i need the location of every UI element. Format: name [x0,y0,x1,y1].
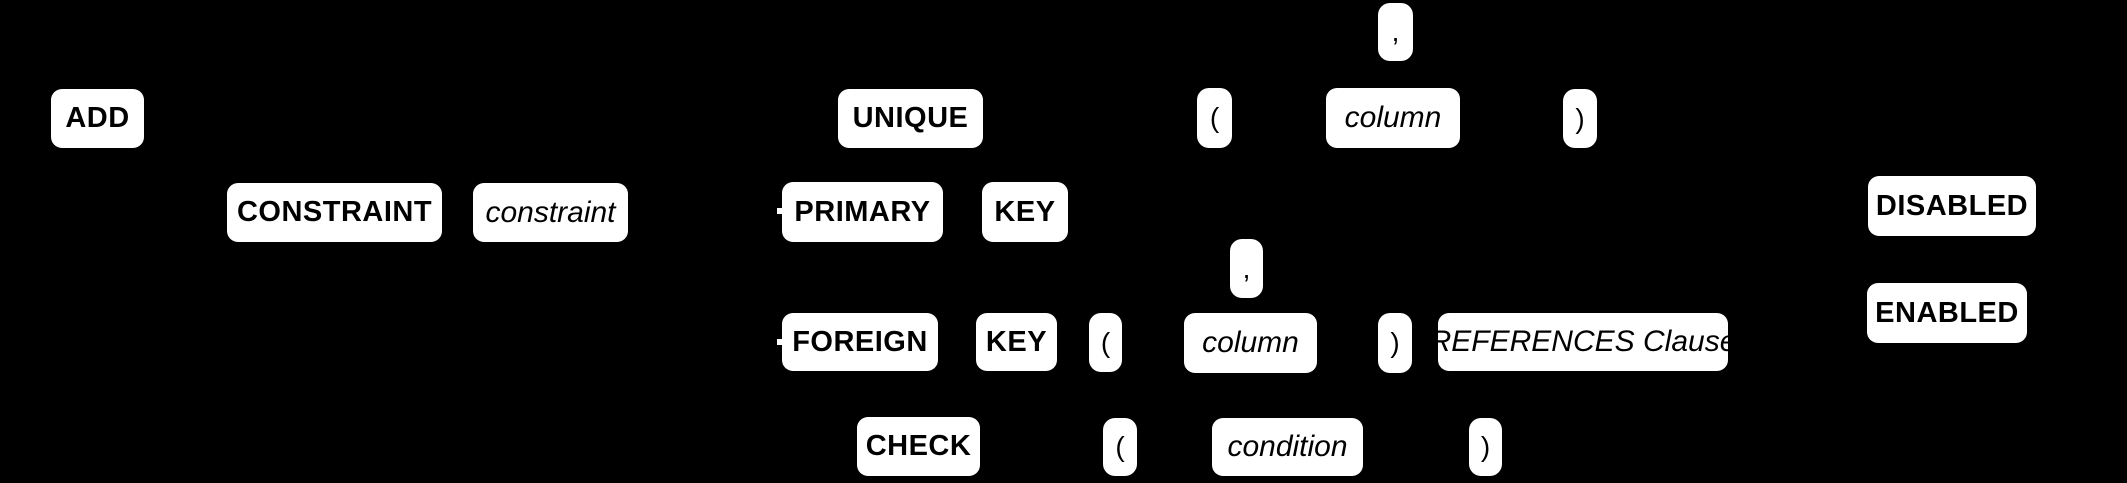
keyword-key-primary: KEY [982,182,1068,242]
line-stub-foreign [777,339,783,345]
keyword-disabled: DISABLED [1868,176,2036,236]
punct-comma-foreign: , [1230,239,1263,298]
keyword-check: CHECK [857,417,980,476]
variable-references-clause: REFERENCES Clause [1430,313,1736,371]
keyword-add: ADD [51,89,144,148]
keyword-key-foreign: KEY [976,313,1057,371]
punct-close-paren-unique: ) [1563,89,1597,148]
punct-comma-unique: , [1378,3,1413,61]
variable-condition: condition [1212,418,1363,476]
punct-open-paren-foreign: ( [1089,313,1122,372]
punct-close-paren-foreign: ) [1378,313,1412,373]
variable-column-unique: column [1326,88,1460,148]
keyword-foreign: FOREIGN [782,313,938,371]
variable-constraint: constraint [473,183,628,242]
punct-open-paren-check: ( [1103,418,1137,476]
keyword-enabled: ENABLED [1867,283,2027,343]
line-stub-primary [777,208,783,214]
keyword-primary: PRIMARY [782,182,943,242]
keyword-constraint: CONSTRAINT [227,183,442,242]
punct-close-paren-check: ) [1469,418,1502,476]
variable-column-foreign: column [1184,313,1317,373]
keyword-unique: UNIQUE [838,89,983,148]
punct-open-paren-unique: ( [1197,88,1232,148]
